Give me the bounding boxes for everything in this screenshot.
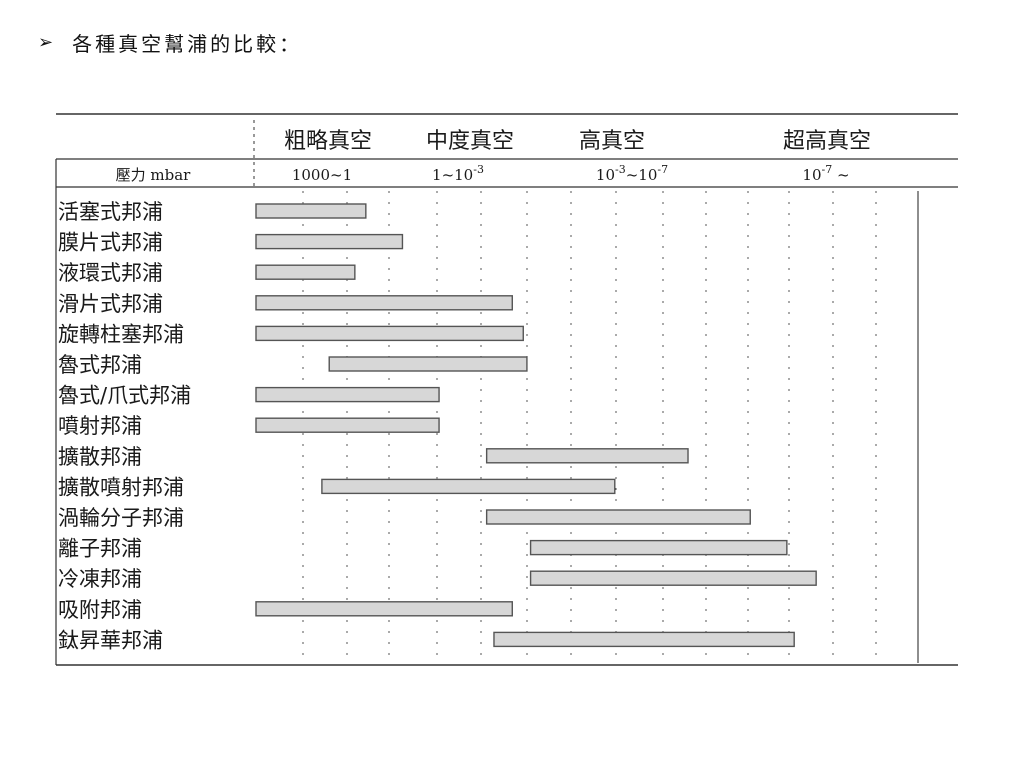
pump-label: 旋轉柱塞邦浦 (58, 322, 184, 346)
pressure-range-label: 1000~1 (292, 166, 352, 184)
pump-label: 鈦昇華邦浦 (58, 628, 163, 652)
region-label: 超高真空 (783, 129, 871, 154)
pump-label: 魯式邦浦 (58, 353, 142, 377)
region-label: 高真空 (579, 129, 645, 154)
pressure-header-label: 壓力 mbar (116, 166, 192, 184)
pump-range-bar (321, 478, 616, 495)
pump-range-bar (485, 448, 689, 464)
pump-range-bar (255, 295, 513, 311)
region-label: 粗略真空 (284, 129, 372, 154)
pump-range-bar (255, 417, 440, 433)
pump-label: 冷凍邦浦 (58, 567, 142, 591)
pressure-range-label: 10-7 ~ (802, 163, 849, 184)
pressure-range-label: 1~10-3 (432, 163, 484, 184)
pump-label: 離子邦浦 (58, 537, 142, 561)
pump-label: 魯式/爪式邦浦 (58, 384, 191, 408)
slide-heading: ➢ 各種真空幫浦的比較： (38, 28, 302, 57)
pump-label: 吸附邦浦 (58, 598, 142, 622)
pump-label: 液環式邦浦 (58, 261, 163, 285)
pump-range-bar (529, 570, 817, 586)
pump-label: 活塞式邦浦 (58, 200, 163, 224)
region-label: 中度真空 (426, 129, 514, 154)
pump-label: 擴散邦浦 (58, 445, 142, 469)
pump-range-bar (255, 203, 367, 219)
pump-label: 噴射邦浦 (58, 414, 142, 438)
pump-range-bar (529, 539, 788, 556)
pump-range-bar (255, 386, 440, 403)
pump-label: 擴散噴射邦浦 (58, 475, 184, 499)
pump-range-bar (328, 356, 528, 372)
arrowhead-bullet-icon: ➢ (38, 32, 57, 53)
pump-range-bar (255, 325, 524, 342)
pump-range-bar (485, 509, 751, 525)
pump-range-bar (493, 631, 795, 648)
heading-text: 各種真空幫浦的比較： (72, 32, 303, 56)
pump-label: 膜片式邦浦 (58, 231, 163, 255)
pump-range-bar (255, 233, 404, 250)
pressure-range-label: 10-3~10-7 (596, 163, 668, 184)
pump-range-bar (255, 601, 513, 617)
pump-label: 滑片式邦浦 (58, 292, 163, 316)
pump-label: 渦輪分子邦浦 (58, 506, 184, 530)
pump-range-bar (255, 264, 356, 280)
